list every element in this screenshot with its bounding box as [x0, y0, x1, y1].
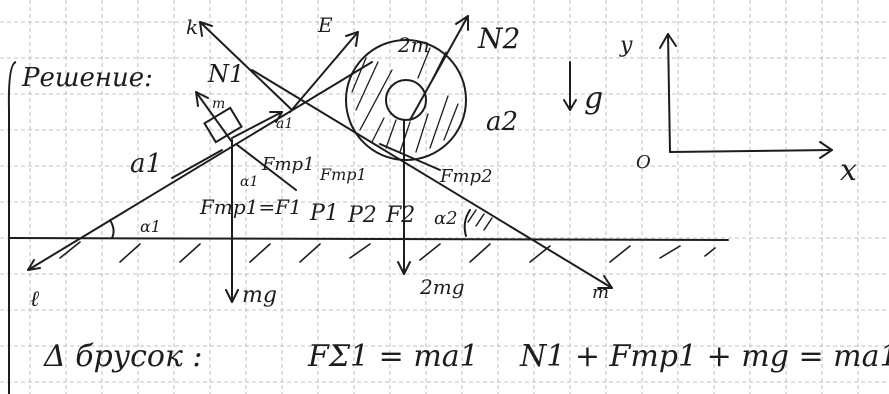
k-arrowhead — [199, 21, 213, 37]
label-N1: N1 — [207, 60, 244, 88]
bottom-prefix: Δ брусок : — [43, 339, 203, 374]
ell-arrowhead — [27, 259, 41, 271]
incline-right — [251, 69, 613, 289]
mg-arrowhead — [225, 289, 239, 303]
y-axis-arrowhead — [659, 33, 677, 49]
label-block-m: m — [212, 96, 225, 112]
ground-line — [9, 237, 729, 241]
label-mg: mg — [242, 283, 277, 308]
label-ell: ℓ — [30, 287, 40, 312]
wheel-hatching — [351, 47, 459, 153]
angle-arc-alpha2 — [463, 209, 471, 237]
label-Ftr1-mid: Fтр1 — [261, 154, 315, 175]
label-P2: P2 — [347, 203, 377, 228]
wheel-inner — [385, 79, 427, 121]
label-2m: 2m — [397, 33, 430, 57]
E-arrow — [289, 31, 359, 113]
label-E: E — [317, 13, 333, 37]
m-arrowhead — [597, 275, 613, 289]
a1-arrow — [171, 149, 223, 179]
label-friction-eq: Fтр1=F1 — [199, 195, 302, 219]
Ftr1-arrow — [235, 143, 297, 191]
label-a1-small: a1 — [276, 116, 293, 132]
a1-small-arrowhead — [269, 111, 283, 123]
label-g: g — [584, 81, 603, 116]
label-a1: a1 — [130, 149, 162, 179]
label-F2: F2 — [385, 203, 415, 228]
wheel-outer — [345, 39, 467, 161]
y-axis — [667, 33, 671, 153]
x-axis — [669, 149, 833, 153]
label-origin: O — [636, 152, 651, 173]
incline-hatching — [467, 209, 493, 231]
heading-solution: Решение: — [21, 63, 153, 93]
N2-arrow — [409, 15, 469, 121]
bottom-eq2: N1 + Fтр1 + mg = ma1 — [519, 339, 889, 374]
label-alpha1-inner: α1 — [240, 174, 258, 190]
bottom-eq1: FΣ1 = ma1 — [307, 339, 479, 374]
label-Ftr2: Fтр2 — [439, 166, 493, 187]
label-x: x — [840, 153, 857, 188]
2mg-arrowhead — [397, 261, 411, 275]
N2-arrowhead — [455, 15, 469, 31]
g-arrowhead — [563, 99, 577, 111]
a1-small-arrow — [231, 111, 283, 139]
E-arrowhead — [345, 31, 359, 47]
label-2mg: 2mg — [419, 275, 465, 299]
label-Ftr1: Fтр1 — [319, 165, 367, 184]
ground-hatching — [59, 241, 716, 263]
label-m-vector: m — [592, 282, 609, 303]
x-axis-arrowhead — [819, 141, 833, 159]
label-alpha2: α2 — [434, 208, 458, 229]
k-arrow — [199, 21, 293, 111]
angle-arc-alpha1 — [109, 219, 115, 239]
label-k: k — [186, 15, 198, 39]
block-m — [203, 106, 243, 144]
margin-bracket — [7, 61, 17, 394]
label-N2: N2 — [477, 22, 520, 55]
N1-arrowhead — [195, 91, 209, 107]
Ftr2-arrow — [379, 143, 441, 171]
incline-left — [27, 61, 373, 271]
label-alpha1: α1 — [140, 217, 161, 236]
label-P1: P1 — [309, 201, 339, 226]
label-a2: a2 — [486, 107, 518, 137]
label-y: y — [619, 33, 633, 58]
